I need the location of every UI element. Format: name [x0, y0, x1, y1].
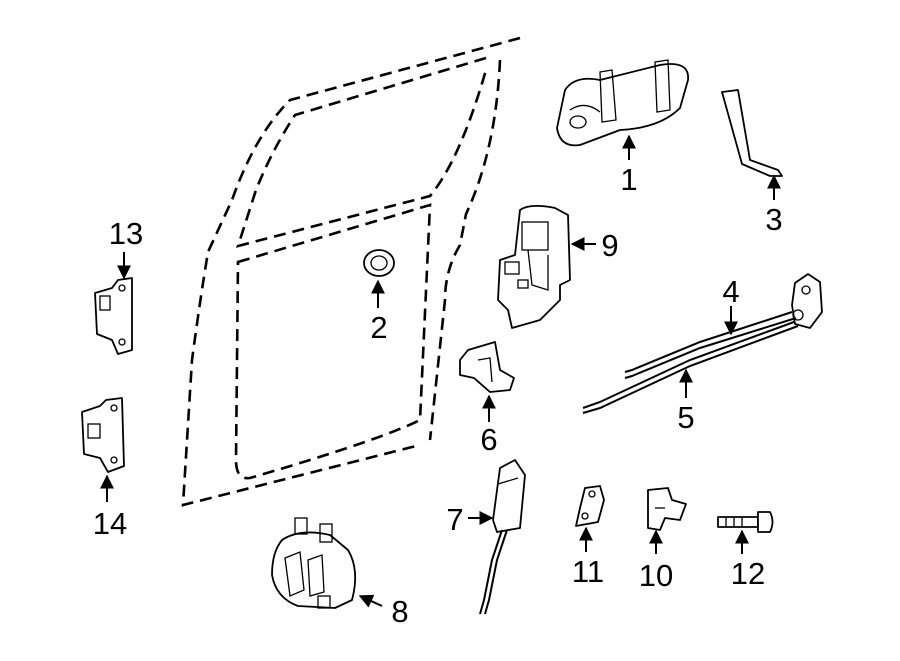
callout-4: 4	[722, 274, 739, 309]
inside-handle-part	[271, 517, 357, 609]
lock-rod-part	[721, 89, 783, 177]
door-latch-part	[497, 205, 571, 329]
striker-upper-part	[94, 277, 133, 355]
callout-1: 1	[620, 162, 637, 197]
grommet-part	[363, 249, 395, 277]
clip-part	[647, 487, 687, 531]
callout-8: 8	[391, 594, 408, 629]
outside-handle-part	[556, 59, 689, 147]
callout-11: 11	[572, 554, 604, 589]
callout-5: 5	[677, 400, 694, 435]
striker-lower-part	[81, 397, 125, 473]
leader-arrows	[100, 134, 781, 608]
callout-labels: 1 2 3 4 5 6 7 8 9 10 11 12 13 14	[93, 162, 783, 629]
callout-12: 12	[731, 556, 765, 591]
callout-9: 9	[601, 228, 618, 263]
bolt-part	[717, 511, 774, 533]
latch-bracket-part	[459, 341, 515, 393]
lock-cables-part	[582, 273, 823, 414]
callout-7: 7	[446, 502, 463, 537]
door-outline	[181, 36, 521, 507]
small-bracket-part	[575, 485, 605, 527]
inside-handle-cable-part	[479, 459, 526, 615]
callout-6: 6	[480, 422, 497, 457]
callout-2: 2	[370, 310, 387, 345]
leader-8	[358, 594, 383, 608]
callout-13: 13	[109, 216, 143, 251]
callout-3: 3	[765, 202, 782, 237]
callout-10: 10	[639, 558, 673, 593]
callout-14: 14	[93, 506, 127, 541]
